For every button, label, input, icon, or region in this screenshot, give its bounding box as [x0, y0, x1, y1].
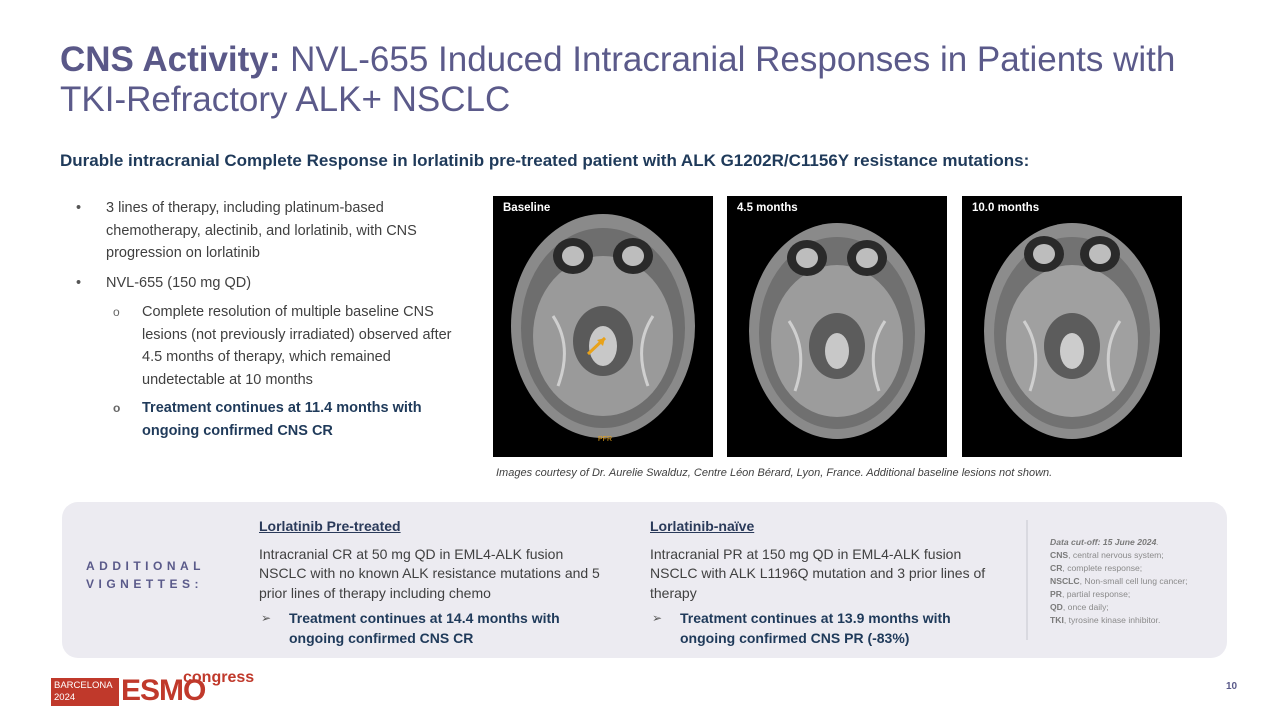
vignette-pretreated: Lorlatinib Pre-treated Intracranial CR a…	[259, 517, 609, 648]
note-item: PR, partial response;	[1050, 588, 1216, 601]
brain-scan-graphic	[749, 223, 925, 439]
note-text: , complete response;	[1062, 563, 1143, 573]
scan-label-4-5-months: 4.5 months	[737, 202, 798, 214]
vignette-naive-body: Intracranial PR at 150 mg QD in EML4-ALK…	[650, 545, 986, 601]
logo-city: BARCELONA	[54, 680, 113, 691]
logo-suffix: congress	[183, 669, 255, 686]
sub-bullet-treatment: o Treatment continues at 11.4 months wit…	[76, 397, 456, 442]
sub-bullet-resolution-text: Complete resolution of multiple baseline…	[142, 304, 452, 388]
scan-label-10-months: 10.0 months	[972, 202, 1040, 214]
vignette-pretreated-treatment-text: Treatment continues at 14.4 months with …	[289, 610, 560, 646]
vignettes-label-line2: VIGNETTES:	[86, 577, 204, 591]
vignette-pretreated-body: Intracranial CR at 50 mg QD in EML4-ALK …	[259, 545, 600, 601]
note-text: , Non-small cell lung cancer;	[1079, 576, 1188, 586]
note-text: , once daily;	[1062, 602, 1109, 612]
title-bold: CNS Activity:	[60, 40, 281, 79]
note-item: TKI, tyrosine kinase inhibitor.	[1050, 614, 1216, 627]
note-abbr: QD	[1050, 602, 1063, 612]
vignette-pretreated-treatment: ➢ Treatment continues at 14.4 months wit…	[259, 609, 609, 648]
arrow-bullet-icon: ➢	[652, 611, 663, 625]
note-item: CR, complete response;	[1050, 562, 1216, 575]
note-abbr: CR	[1050, 563, 1063, 573]
data-cutoff: Data cut-off: 15 June 2024.	[1050, 537, 1159, 547]
mri-10-months-image: 10.0 months	[962, 196, 1182, 457]
brain-scan-graphic	[511, 214, 695, 438]
note-text: , tyrosine kinase inhibitor.	[1063, 615, 1161, 625]
sub-bullet-marker: o	[113, 305, 120, 319]
vignette-naive-heading: Lorlatinib-naïve	[650, 518, 755, 534]
abbreviation-notes: Data cut-off: 15 June 2024. CNS, central…	[1026, 520, 1216, 640]
mri-4-5-months-image: 4.5 months	[727, 196, 947, 457]
sub-bullet-marker: o	[113, 401, 121, 415]
note-item: CNS, central nervous system;	[1050, 549, 1216, 562]
vignettes-panel	[62, 502, 1227, 658]
vignette-pretreated-heading: Lorlatinib Pre-treated	[259, 518, 401, 534]
esmo-congress-logo: BARCELONA 2024 ESMO congress	[51, 669, 255, 712]
data-cutoff-text: Data cut-off: 15 June 2024	[1050, 537, 1157, 547]
scan-orientation-mark: PFR	[598, 436, 612, 443]
vignette-naive: Lorlatinib-naïve Intracranial PR at 150 …	[650, 517, 1000, 648]
vignettes-label: ADDITIONAL VIGNETTES:	[86, 557, 205, 593]
vignettes-label-line1: ADDITIONAL	[86, 559, 205, 573]
page-number: 10	[1226, 681, 1238, 692]
sub-bullet-treatment-text: Treatment continues at 11.4 months with …	[142, 400, 422, 439]
slide-subtitle: Durable intracranial Complete Response i…	[60, 151, 1030, 170]
slide-title: CNS Activity: NVL-655 Induced Intracrani…	[60, 40, 1230, 120]
bullet-list: 3 lines of therapy, including platinum-b…	[76, 197, 456, 448]
title-rest: NVL-655 Induced Intracranial Responses i…	[60, 40, 1176, 119]
brain-scan-graphic	[984, 223, 1160, 439]
image-caption: Images courtesy of Dr. Aurelie Swalduz, …	[496, 467, 1053, 479]
note-abbr: PR	[1050, 589, 1062, 599]
bullet-dose: NVL-655 (150 mg QD)	[76, 272, 456, 295]
note-abbr: CNS	[1050, 550, 1069, 560]
logo-city-box: BARCELONA 2024	[51, 678, 119, 706]
bullet-therapy-lines: 3 lines of therapy, including platinum-b…	[76, 197, 456, 265]
mri-baseline-image: Baseline PFR	[493, 196, 713, 457]
note-item: QD, once daily;	[1050, 601, 1216, 614]
note-text: , partial response;	[1061, 589, 1131, 599]
vignette-naive-treatment: ➢ Treatment continues at 13.9 months wit…	[650, 609, 1000, 648]
note-abbr: NSCLC	[1050, 576, 1080, 586]
logo-brand: ESMO	[121, 674, 206, 707]
arrow-bullet-icon: ➢	[261, 611, 272, 625]
vignette-naive-treatment-text: Treatment continues at 13.9 months with …	[680, 610, 951, 646]
note-abbr: TKI	[1050, 615, 1064, 625]
note-text: , central nervous system;	[1068, 550, 1164, 560]
note-item: NSCLC, Non-small cell lung cancer;	[1050, 575, 1216, 588]
logo-year: 2024	[54, 692, 76, 703]
scan-label-baseline: Baseline	[503, 202, 551, 214]
sub-bullet-resolution: o Complete resolution of multiple baseli…	[76, 301, 456, 391]
